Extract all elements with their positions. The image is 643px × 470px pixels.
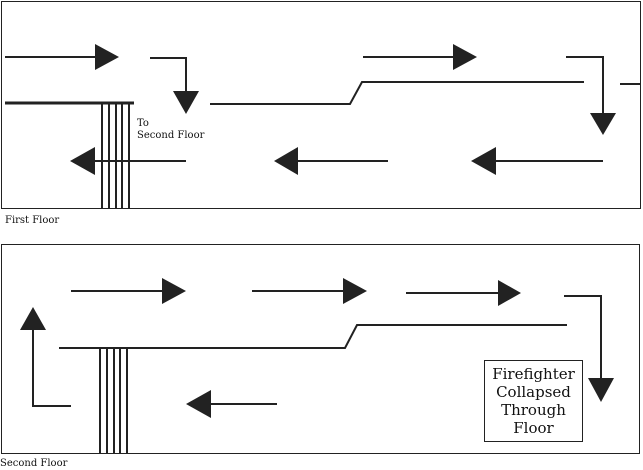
- stairs-note: To Second Floor: [137, 118, 204, 142]
- stairs-note-line-1: To: [137, 118, 149, 129]
- ff-hallway-wall: [210, 81, 584, 105]
- first-floor-caption: First Floor: [5, 215, 60, 226]
- sf-arrow-5-head: [20, 307, 46, 330]
- ff-arrow-3-head: [453, 44, 477, 70]
- second-floor-caption: Second Floor: [0, 458, 68, 469]
- sf-arrow-5-line: [32, 330, 71, 407]
- ff-arrow-7-head: [471, 147, 496, 175]
- ff-arrow-5-head: [70, 147, 95, 175]
- ff-arrow-2-head: [173, 91, 199, 114]
- sf-arrow-4-head: [588, 378, 614, 402]
- ff-arrow-4-head: [590, 113, 616, 135]
- ff-arrow-1-head: [95, 44, 119, 70]
- collapse-note-line-2: Collapsed: [496, 383, 571, 401]
- collapse-note-line-1: Firefighter: [492, 365, 575, 383]
- sf-arrow-1-head: [162, 278, 186, 304]
- stairs-note-line-2: Second Floor: [137, 130, 205, 141]
- ff-arrow-2-line: [150, 57, 187, 93]
- sf-arrow-2-head: [343, 278, 367, 304]
- sf-arrow-4-line: [564, 295, 602, 380]
- second-floor-panel: [1, 244, 640, 454]
- collapse-note-box: Firefighter Collapsed Through Floor: [484, 360, 583, 442]
- sf-arrow-3-head: [498, 280, 521, 306]
- sf-arrow-6-head: [186, 390, 211, 418]
- collapse-note-line-3: Through: [501, 401, 566, 419]
- first-floor-panel: [1, 1, 641, 209]
- ff-arrow-4-line: [566, 56, 604, 115]
- collapse-note-line-4: Floor: [513, 419, 554, 437]
- ff-arrow-6-head: [274, 147, 298, 175]
- sf-hallway-wall: [59, 324, 567, 349]
